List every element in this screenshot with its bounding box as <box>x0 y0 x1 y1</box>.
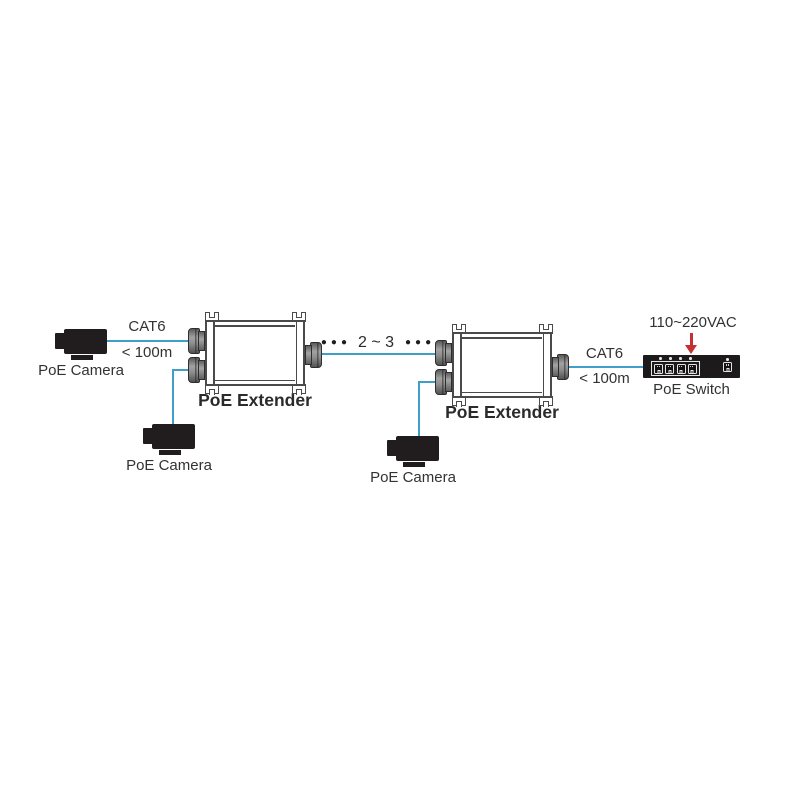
led-icon <box>659 357 662 360</box>
cable-extender1-to-camera2-vertical <box>172 369 174 425</box>
rj45-port-icon <box>723 362 732 372</box>
camera-mount-icon <box>71 355 93 360</box>
led-icon <box>679 357 682 360</box>
cable-2-length-label: < 100m <box>579 370 630 387</box>
camera-mount-icon <box>159 450 181 455</box>
cable-gland-icon <box>188 328 205 354</box>
cable-gland-icon <box>435 369 452 395</box>
camera-lens-icon <box>143 428 153 444</box>
camera-mount-icon <box>403 462 425 467</box>
extender-enclosure <box>452 332 552 398</box>
poe-extender-2: PoE Extender <box>435 323 569 422</box>
cable-1-type-label: CAT6 <box>128 318 166 335</box>
power-arrowhead-icon <box>685 345 697 354</box>
led-icon <box>669 357 672 360</box>
chain-dots-right: ●●● <box>405 336 436 348</box>
cable-extender1-to-extender2 <box>320 353 438 355</box>
poe-camera-1: PoE Camera <box>38 329 124 379</box>
poe-switch: PoE Switch <box>643 355 740 398</box>
power-supply-label: 110~220VAC <box>649 314 737 331</box>
rj45-port-icon <box>687 363 697 374</box>
camera-body-icon <box>396 436 439 461</box>
chain-count-label: 2 ~ 3 <box>357 333 395 351</box>
cable-gland-icon <box>435 340 452 366</box>
cable-1-length-label: < 100m <box>121 344 173 361</box>
chain-dots-left: ●●● <box>320 336 351 348</box>
poe-camera-3: PoE Camera <box>370 436 456 486</box>
cable-2-type-label: CAT6 <box>585 345 624 362</box>
cable-extender2-to-camera3-vertical <box>418 381 420 437</box>
cable-camera1-to-extender1 <box>105 340 191 342</box>
rj45-port-icon <box>665 363 675 374</box>
rj45-port-icon <box>676 363 686 374</box>
switch-led-row <box>652 357 699 360</box>
switch-uplink-port <box>723 358 732 372</box>
camera-lens-icon <box>55 333 65 349</box>
rj45-port-icon <box>654 363 664 374</box>
camera-3-label: PoE Camera <box>370 469 456 486</box>
cable-extender1-to-camera2-horizontal <box>172 369 191 371</box>
poe-camera-2: PoE Camera <box>126 424 212 474</box>
camera-body-icon <box>152 424 195 449</box>
led-icon <box>726 358 729 361</box>
camera-body-icon <box>64 329 107 354</box>
cable-extender2-to-switch <box>566 366 645 368</box>
camera-lens-icon <box>387 440 397 456</box>
cable-gland-icon <box>552 354 569 380</box>
poe-extender-1: PoE Extender <box>188 311 322 410</box>
switch-poe-port-group <box>651 361 700 376</box>
extender-1-label: PoE Extender <box>198 390 312 410</box>
power-arrow-icon <box>690 333 693 346</box>
cable-gland-icon <box>188 357 205 383</box>
extender-enclosure <box>205 320 305 386</box>
switch-label: PoE Switch <box>653 381 730 398</box>
camera-2-label: PoE Camera <box>126 457 212 474</box>
cable-extender2-to-camera3-horizontal <box>418 381 438 383</box>
daisy-chain-annotation: ●●● 2 ~ 3 ●●● <box>310 334 442 351</box>
cable-gland-icon <box>305 342 322 368</box>
extender-2-label: PoE Extender <box>445 402 559 422</box>
led-icon <box>689 357 692 360</box>
camera-1-label: PoE Camera <box>38 362 124 379</box>
